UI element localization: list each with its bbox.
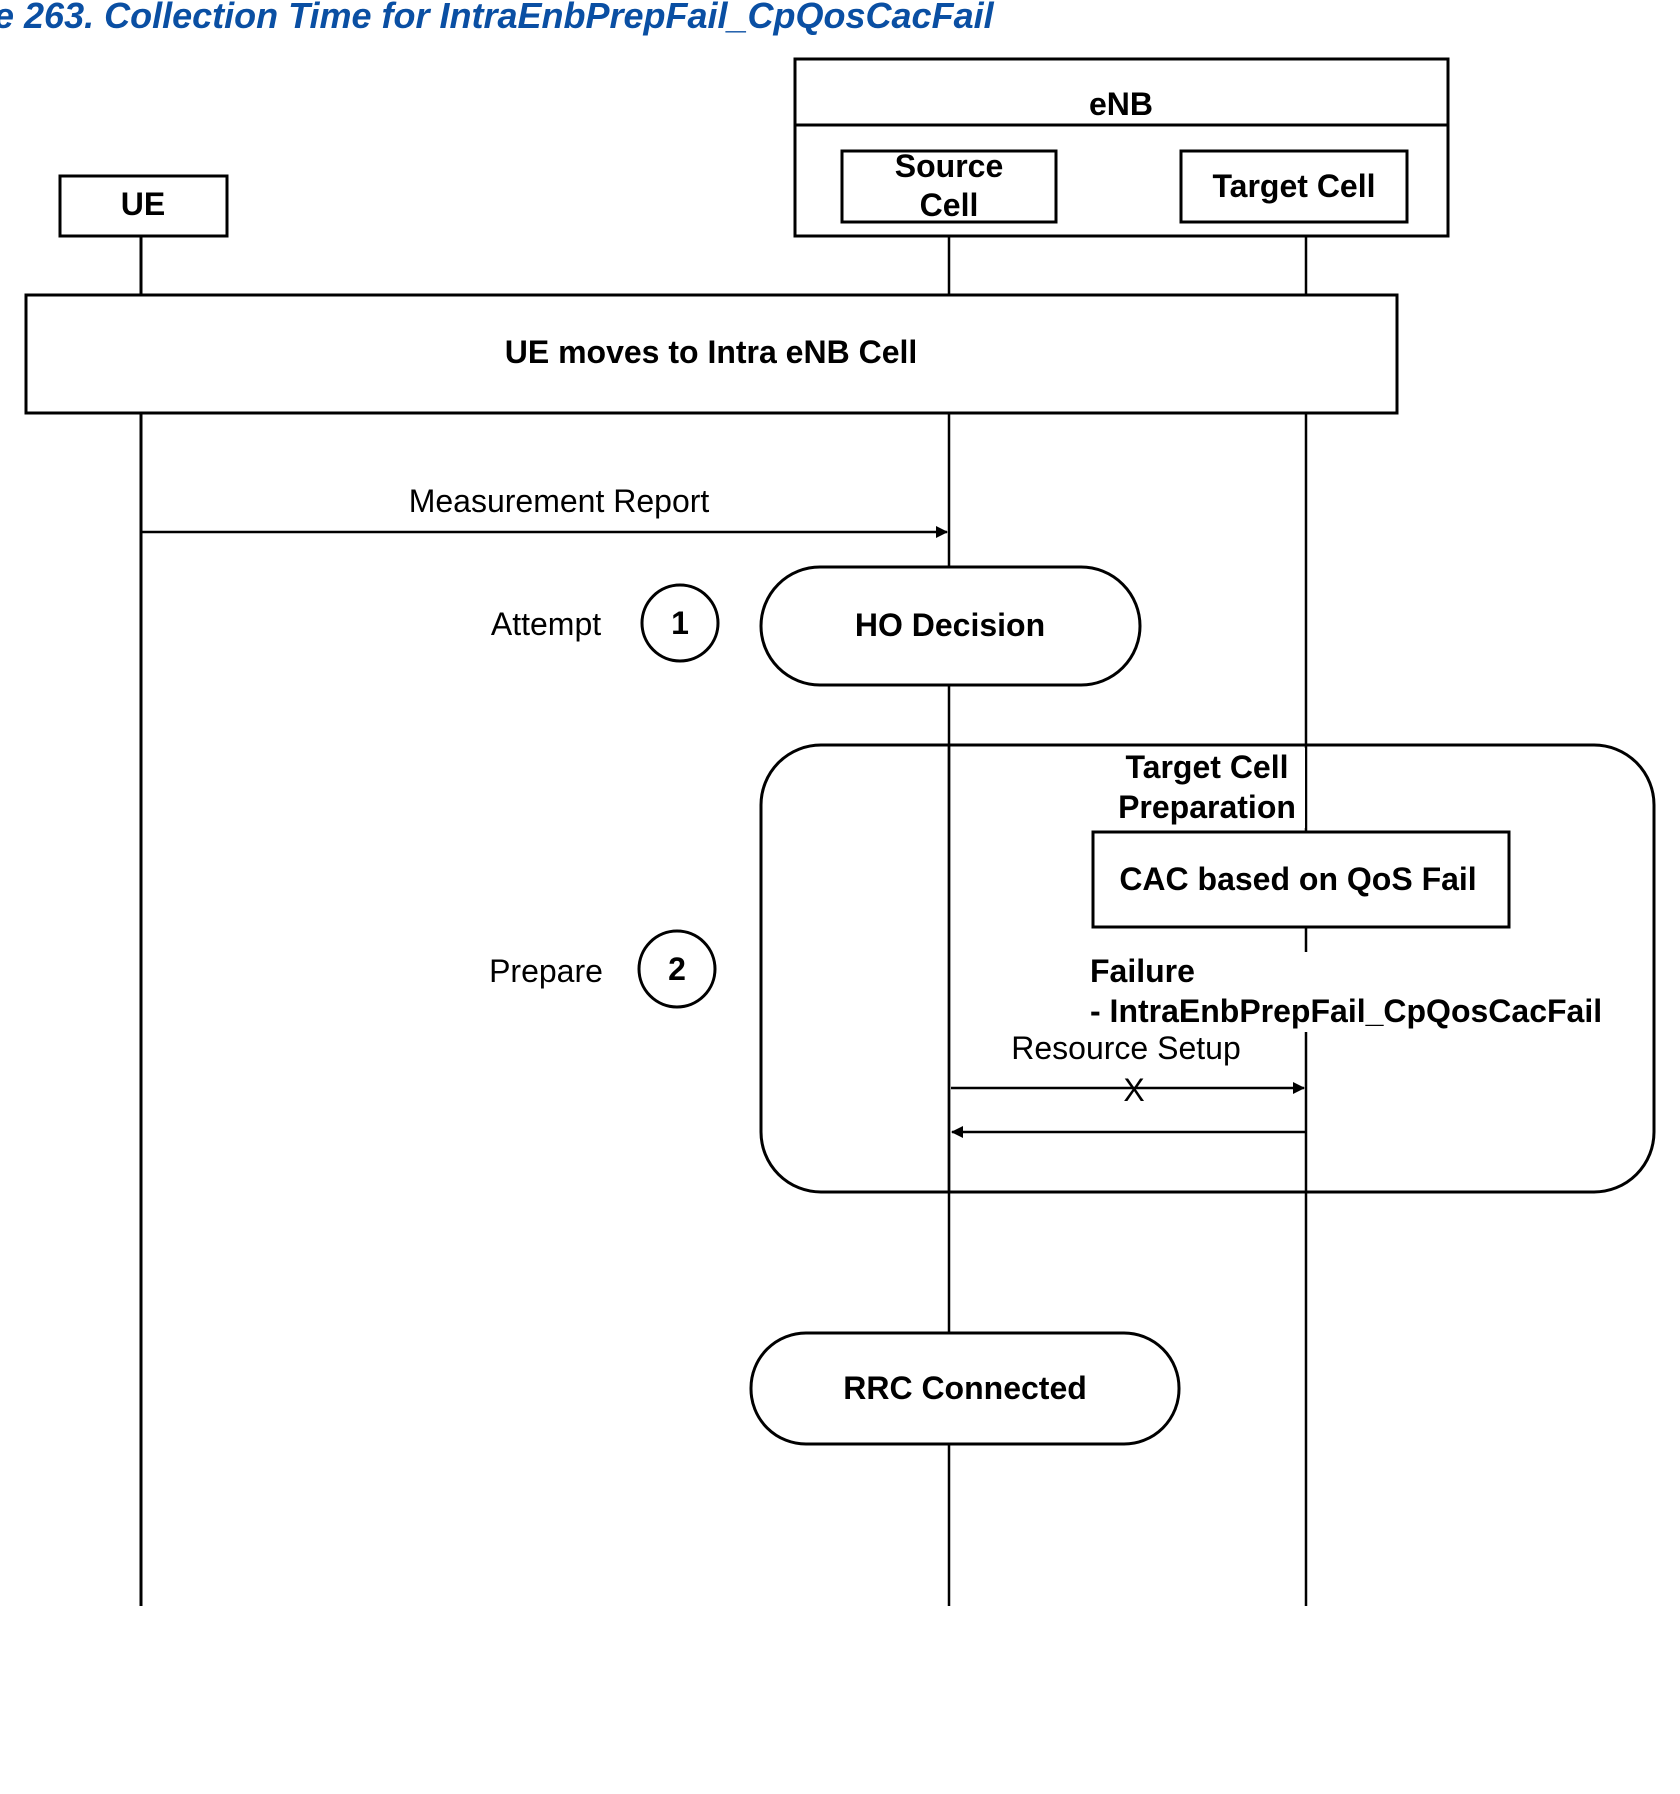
ho-decision-state: HO Decision bbox=[759, 565, 1142, 687]
source-cell-participant: Source Cell bbox=[840, 148, 1058, 224]
step-attempt: Attempt 1 bbox=[491, 583, 720, 663]
step-prepare: Prepare 2 bbox=[489, 929, 717, 1009]
banner-text: UE moves to Intra eNB Cell bbox=[505, 334, 918, 370]
target-cell-preparation-region: Target Cell Preparation CAC based on QoS… bbox=[759, 743, 1656, 1194]
ue-label: UE bbox=[121, 186, 165, 222]
rrc-connected-state: RRC Connected bbox=[749, 1331, 1181, 1446]
step-number-circle bbox=[640, 583, 720, 663]
source-cell-label-line2: Cell bbox=[920, 187, 979, 223]
cac-qos-fail-box: CAC based on QoS Fail bbox=[1091, 830, 1511, 929]
enb-participant-group: eNB Source Cell Target Cell bbox=[793, 57, 1450, 238]
rrc-connected-label: RRC Connected bbox=[843, 1370, 1087, 1406]
ue-participant: UE bbox=[58, 174, 229, 238]
source-cell-label-line1: Source bbox=[895, 148, 1003, 184]
step-number-circle bbox=[637, 929, 717, 1009]
measurement-report-message: Measurement Report bbox=[141, 483, 948, 538]
failure-label-line2: - IntraEnbPrepFail_CpQosCacFail bbox=[1090, 993, 1602, 1029]
figure-caption: e 263. Collection Time for IntraEnbPrepF… bbox=[0, 0, 995, 36]
step-attempt-label: Attempt bbox=[491, 606, 601, 642]
step-prepare-label: Prepare bbox=[489, 953, 603, 989]
target-cell-participant: Target Cell bbox=[1179, 149, 1409, 224]
target-cell-label: Target Cell bbox=[1213, 168, 1376, 204]
measurement-report-label: Measurement Report bbox=[409, 483, 710, 519]
step-attempt-number: 1 bbox=[671, 605, 689, 641]
lost-message-marker: X bbox=[1123, 1072, 1144, 1108]
failure-label-line1: Failure bbox=[1090, 953, 1195, 989]
enb-label: eNB bbox=[1089, 86, 1153, 122]
ue-moves-banner: UE moves to Intra eNB Cell bbox=[24, 293, 1399, 415]
ho-decision-label: HO Decision bbox=[855, 607, 1045, 643]
step-prepare-number: 2 bbox=[668, 951, 686, 987]
cac-box-label: CAC based on QoS Fail bbox=[1119, 861, 1476, 897]
resource-setup-label: Resource Setup bbox=[1011, 1030, 1240, 1066]
preparation-title-line2: Preparation bbox=[1118, 789, 1296, 825]
preparation-title-line1: Target Cell bbox=[1126, 749, 1289, 785]
